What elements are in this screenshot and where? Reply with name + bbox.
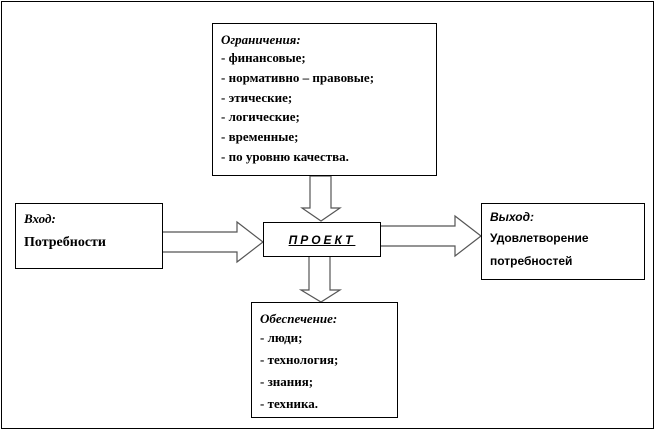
arrow-project-to-output — [379, 214, 482, 258]
input-text: Потребности — [24, 235, 106, 250]
output-text-line: потребностей — [490, 254, 573, 268]
constraint-item: - логические; — [221, 109, 300, 125]
support-item: - люди; — [260, 330, 303, 345]
support-item: - знания; — [260, 374, 314, 389]
output-box: Выход: Удовлетворение потребностей — [481, 203, 645, 280]
support-title: Обеспечение: — [260, 311, 338, 326]
output-title: Выход: — [490, 210, 535, 224]
constraints-title: Ограничения: — [221, 32, 301, 47]
constraints-box: Ограничения: - финансовые; - нормативно … — [212, 23, 437, 176]
arrow-constraints-to-project — [300, 175, 342, 222]
support-item: - технология; — [260, 352, 339, 367]
support-box: Обеспечение: - люди; - технология; - зна… — [251, 302, 398, 418]
constraint-item: - этические; — [221, 89, 293, 105]
constraint-item: - по уровню качества. — [221, 148, 349, 164]
input-title: Вход: — [24, 211, 56, 226]
support-item: - техника. — [260, 396, 318, 411]
constraint-item: - финансовые; — [221, 50, 306, 65]
project-box: ПРОЕКТ — [263, 222, 381, 257]
arrow-project-to-support — [298, 255, 343, 303]
output-text-line: Удовлетворение — [490, 231, 589, 245]
project-label: ПРОЕКТ — [288, 232, 356, 247]
arrow-input-to-project — [161, 220, 264, 264]
input-box: Вход: Потребности — [15, 203, 163, 269]
constraint-item: - нормативно – правовые; — [221, 69, 375, 85]
constraint-item: - временные; — [221, 129, 299, 145]
